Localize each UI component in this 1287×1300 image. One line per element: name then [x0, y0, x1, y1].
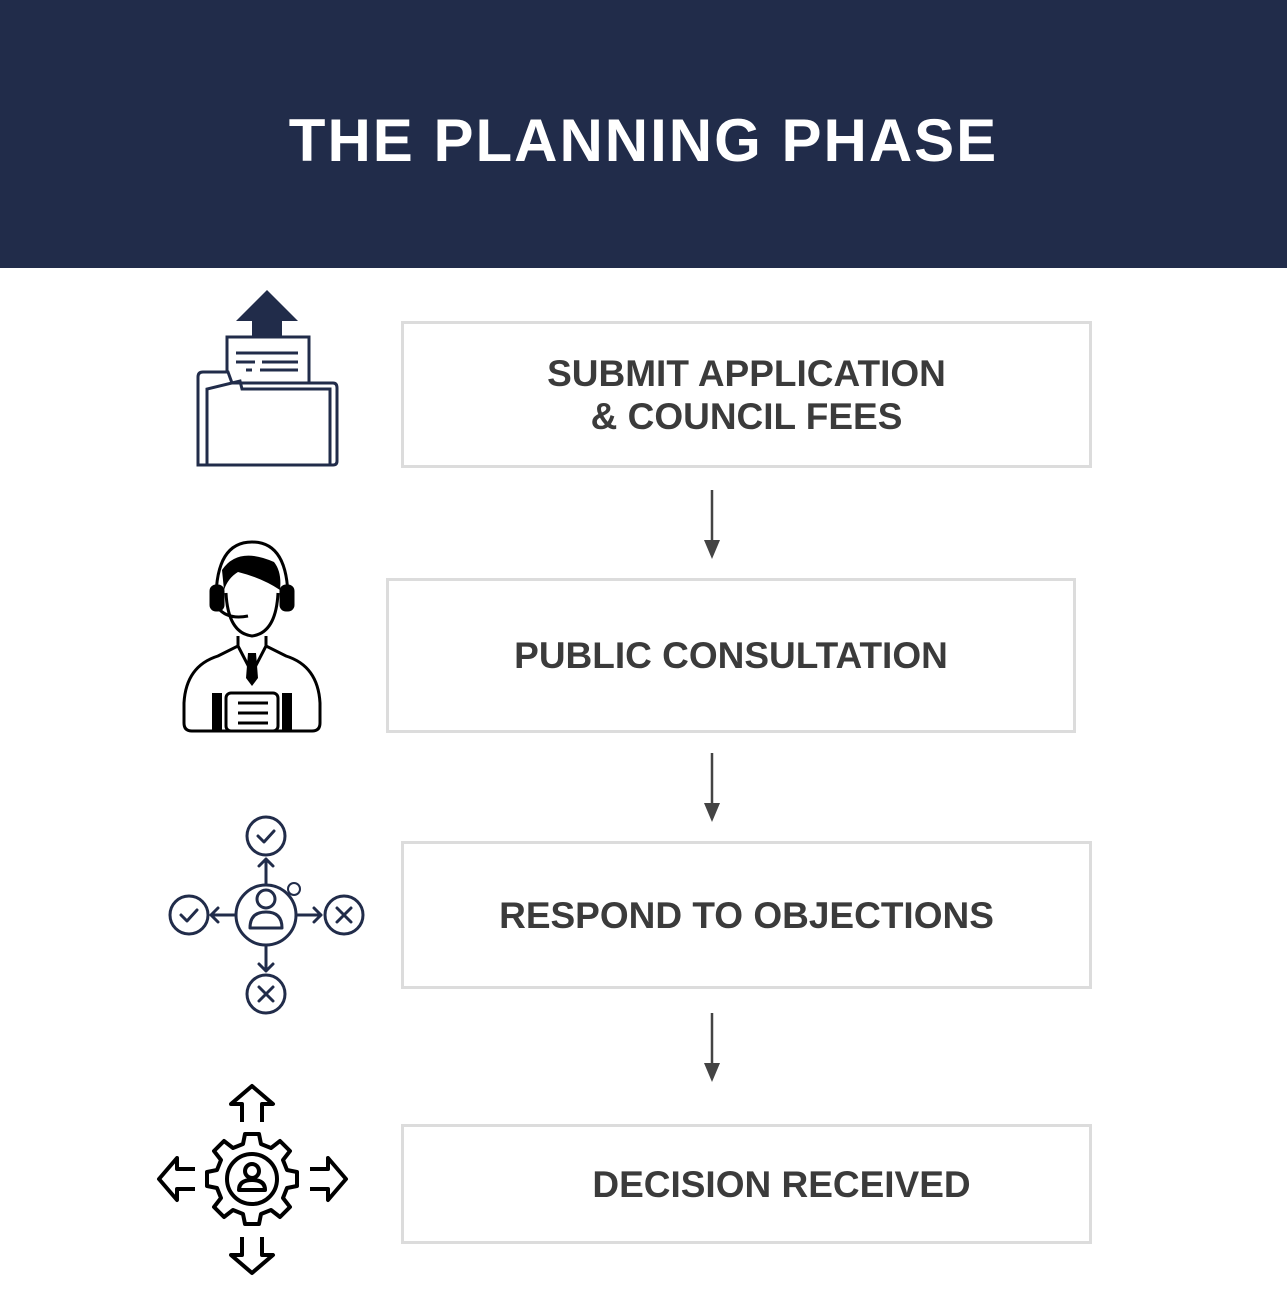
arrow-down-icon: [704, 490, 720, 559]
step-label-line1: SUBMIT APPLICATION: [547, 352, 946, 394]
step-public-consultation: PUBLIC CONSULTATION: [386, 578, 1076, 733]
step-respond-to-objections: RESPOND TO OBJECTIONS: [401, 841, 1092, 989]
step-decision-received: DECISION RECEIVED: [401, 1124, 1092, 1244]
step-label: PUBLIC CONSULTATION: [514, 635, 948, 676]
arrow-down-icon: [704, 1013, 720, 1082]
header-banner: THE PLANNING PHASE: [0, 0, 1287, 268]
step-label: DECISION RECEIVED: [592, 1163, 971, 1205]
step-label-line2: & COUNCIL FEES: [590, 395, 903, 437]
decision-person-icon: [168, 815, 365, 1015]
step-label: RESPOND TO OBJECTIONS: [499, 894, 994, 936]
page-title: THE PLANNING PHASE: [288, 106, 999, 174]
folder-upload-icon: [196, 290, 339, 467]
customer-support-agent-icon: [182, 540, 322, 733]
gear-person-arrows-icon: [157, 1084, 348, 1275]
arrow-down-icon: [704, 753, 720, 822]
step-submit-application: SUBMIT APPLICATION& COUNCIL FEES: [401, 321, 1092, 468]
